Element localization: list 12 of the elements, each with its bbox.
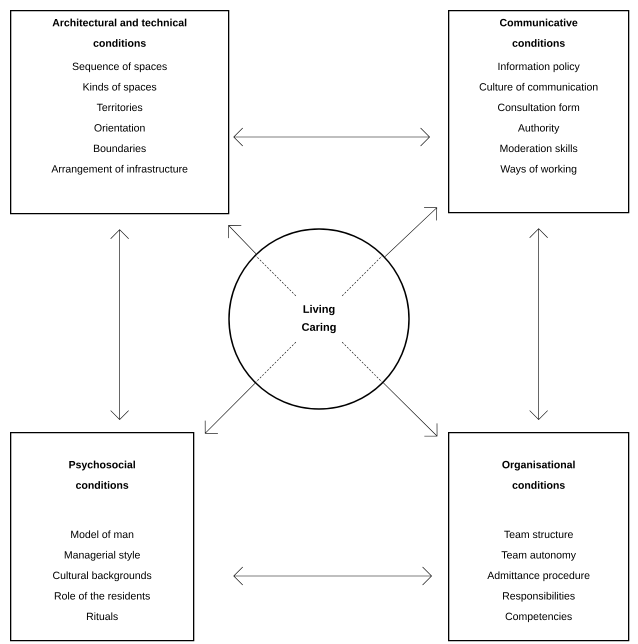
condition-box: Psychosocial conditions Model of man Managerial style Cultural backgrounds Role of the residents Rituals — [10, 432, 194, 642]
arrow — [233, 128, 430, 146]
condition-box: Communicative conditions Information policy Culture of communication Consultation form Authority Moderation skills Ways of working — [448, 10, 630, 214]
condition-box: Architectural and technical conditions Sequence of spaces Kinds of spaces Territories Orientation Boundaries Arrangement of infrastructure — [10, 10, 230, 214]
arrow — [529, 228, 548, 420]
arrow — [110, 229, 129, 420]
arrow — [383, 382, 438, 436]
condition-box: Organisational conditions Team structure Team autonomy Admittance procedure Responsibilities Competencies — [448, 432, 630, 642]
arrow — [228, 225, 256, 254]
arrow — [204, 383, 256, 434]
arrow — [384, 207, 438, 257]
arrow — [233, 566, 432, 586]
